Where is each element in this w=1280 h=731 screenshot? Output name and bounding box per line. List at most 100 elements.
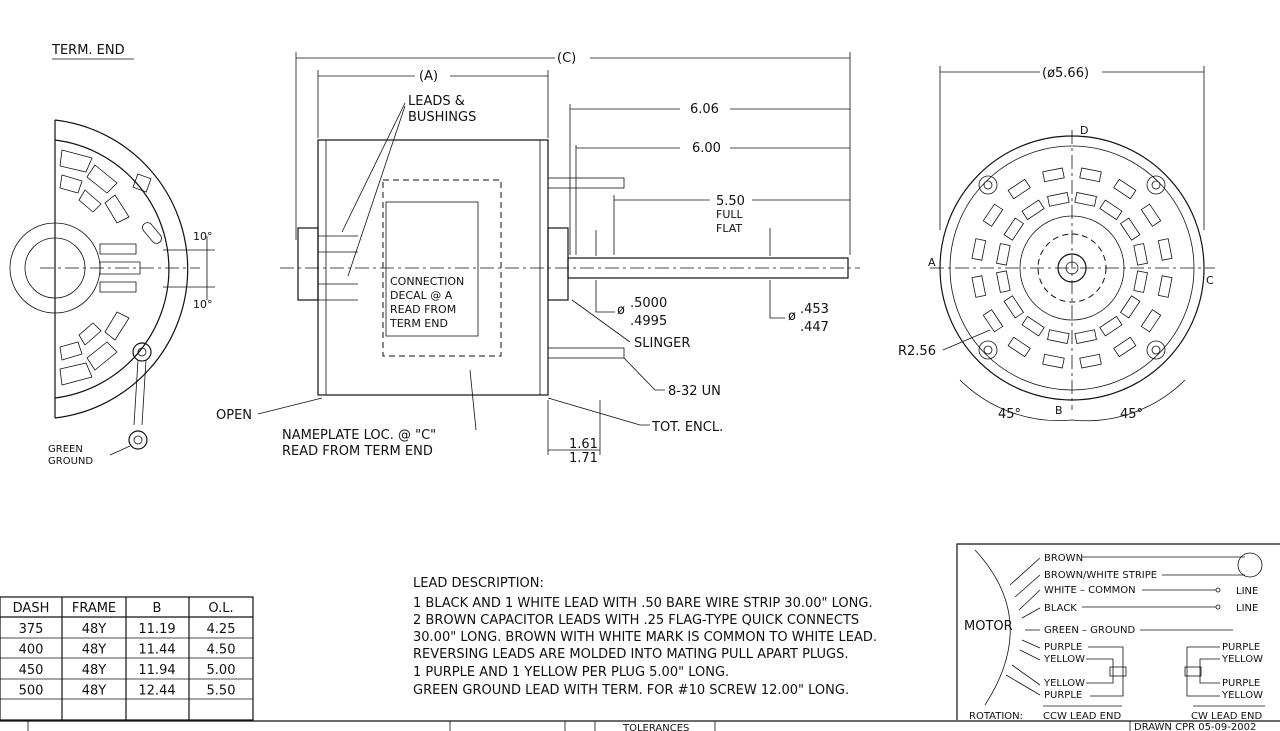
- vent-slot: [1074, 329, 1097, 344]
- green-label: GREEN: [48, 444, 83, 455]
- leads-label-1: LEADS &: [408, 94, 465, 109]
- tolerances-label: TOLERANCES: [622, 723, 689, 731]
- table-cell: 48Y: [82, 684, 107, 699]
- vent-slot: [1042, 167, 1065, 183]
- white-common-lead: WHITE – COMMON: [1044, 585, 1136, 596]
- vent-slot: [971, 238, 987, 261]
- vent-slot: [1113, 336, 1137, 358]
- decal-line-1: CONNECTION: [390, 275, 464, 288]
- vent-slot: [1099, 199, 1123, 221]
- brown-white-lead: BROWN/WHITE STRIPE: [1044, 570, 1157, 581]
- slinger-label: SLINGER: [634, 336, 690, 351]
- vent-slot: [1157, 275, 1173, 298]
- open-label: OPEN: [216, 408, 252, 423]
- vent-slot: [1079, 353, 1102, 369]
- diameter-label: (ø5.66): [1042, 66, 1089, 81]
- decal-line-4: TERM END: [389, 317, 448, 330]
- table-cell: 11.19: [138, 622, 175, 637]
- vent-slot: [1157, 238, 1173, 261]
- vent-slot: [996, 243, 1011, 266]
- lead-description: LEAD DESCRIPTION: 1 BLACK AND 1 WHITE LE…: [413, 576, 877, 698]
- vent-slot: [1119, 295, 1141, 319]
- cw-lead-end-label: CW LEAD END: [1191, 711, 1262, 722]
- vent-slot: [1074, 192, 1097, 207]
- green-ground-lead: GREEN – GROUND: [1044, 625, 1136, 636]
- nameplate-line-1: NAMEPLATE LOC. @ "C": [282, 428, 436, 443]
- vent-slot: [1079, 167, 1102, 183]
- vent-slot: [1047, 329, 1070, 344]
- wiring-diagram: MOTOR BROWN BROWN/WHITE STRIPE WHITE – C…: [956, 543, 1280, 722]
- cw-lead-2: YELLOW: [1221, 654, 1263, 665]
- table-header: B: [153, 601, 162, 616]
- vent-slot: [996, 270, 1011, 293]
- dia1-top: .5000: [630, 296, 667, 311]
- table-cell: 4.25: [207, 622, 236, 637]
- vent-slot: [1047, 192, 1070, 207]
- dim-5-50: 5.50: [716, 194, 745, 209]
- capacitor-icon: [1237, 552, 1263, 578]
- dim-6-06: 6.06: [690, 102, 719, 117]
- vent-slot: [1133, 270, 1148, 293]
- drawn-label: DRAWN CPR 05-09-2002: [1134, 722, 1256, 731]
- cw-lead-3: PURPLE: [1222, 678, 1260, 689]
- decal-line-2: DECAL @ A: [390, 289, 453, 302]
- vent-slot: [982, 309, 1004, 333]
- table-cell: 500: [19, 684, 44, 699]
- table-cell: 11.94: [138, 663, 175, 678]
- point-a: A: [928, 256, 936, 269]
- dim-1-71: 1.71: [569, 451, 598, 466]
- nameplate-line-2: READ FROM TERM END: [282, 444, 433, 459]
- table-cell: 48Y: [82, 643, 107, 658]
- angle-top-label: 10°: [193, 230, 213, 243]
- ccw-lead-2: YELLOW: [1043, 654, 1085, 665]
- dia1-bottom: .4995: [630, 314, 667, 329]
- vent-slot: [1042, 353, 1065, 369]
- ccw-lead-3: YELLOW: [1043, 678, 1085, 689]
- angle-left-label: 45°: [998, 407, 1021, 422]
- cw-lead-4: YELLOW: [1221, 690, 1263, 701]
- side-view: (C) (A) LEADS & BUSHINGS CONNECTION DECA…: [216, 51, 860, 466]
- point-d: D: [1080, 124, 1088, 137]
- vent-slot: [1133, 243, 1148, 266]
- term-end-title: TERM. END: [51, 43, 125, 58]
- ccw-lead-4: PURPLE: [1044, 690, 1082, 701]
- vent-slot: [1140, 203, 1162, 227]
- cw-lead-1: PURPLE: [1222, 642, 1260, 653]
- black-lead: BLACK: [1044, 603, 1077, 614]
- line-label-1: LINE: [1236, 586, 1258, 597]
- decal-line-3: READ FROM: [390, 303, 456, 316]
- ccw-lead-end-label: CCW LEAD END: [1043, 711, 1121, 722]
- title-block: TOLERANCES DRAWN CPR 05-09-2002: [0, 720, 1280, 731]
- lead-line-5: 1 PURPLE AND 1 YELLOW PER PLUG 5.00" LON…: [413, 665, 729, 680]
- tot-encl-label: TOT. ENCL.: [651, 420, 723, 435]
- lead-line-2: 2 BROWN CAPACITOR LEADS WITH .25 FLAG-TY…: [413, 613, 859, 628]
- dim-1-61: 1.61: [569, 437, 598, 452]
- table-cell: 400: [19, 643, 44, 658]
- thread-label: 8-32 UN: [668, 384, 721, 399]
- table-header: O.L.: [208, 601, 233, 616]
- vent-slot: [1021, 315, 1045, 337]
- table-cell: 11.44: [138, 643, 175, 658]
- vent-slot: [1113, 178, 1137, 200]
- point-b: B: [1055, 404, 1063, 417]
- flat-label: FLAT: [716, 222, 742, 235]
- lead-line-3: 30.00" LONG. BROWN WITH WHITE MARK IS CO…: [413, 630, 877, 645]
- table-cell: 4.50: [207, 643, 236, 658]
- radius-label: R2.56: [898, 344, 936, 359]
- lead-description-title: LEAD DESCRIPTION:: [413, 576, 544, 591]
- vent-slot: [1003, 217, 1025, 241]
- vent-slot: [1003, 295, 1025, 319]
- table-header: DASH: [13, 601, 50, 616]
- dim-a: (A): [419, 69, 438, 84]
- brown-lead: BROWN: [1044, 553, 1083, 564]
- table-cell: 48Y: [82, 622, 107, 637]
- dia2-bottom: .447: [800, 320, 829, 335]
- line-label-2: LINE: [1236, 603, 1258, 614]
- full-label: FULL: [716, 208, 744, 221]
- terminal-end-view: TERM. END 10° 10° GREEN GROUND: [9, 43, 215, 467]
- table-cell: 48Y: [82, 663, 107, 678]
- table-header: FRAME: [72, 601, 116, 616]
- vent-slot: [982, 203, 1004, 227]
